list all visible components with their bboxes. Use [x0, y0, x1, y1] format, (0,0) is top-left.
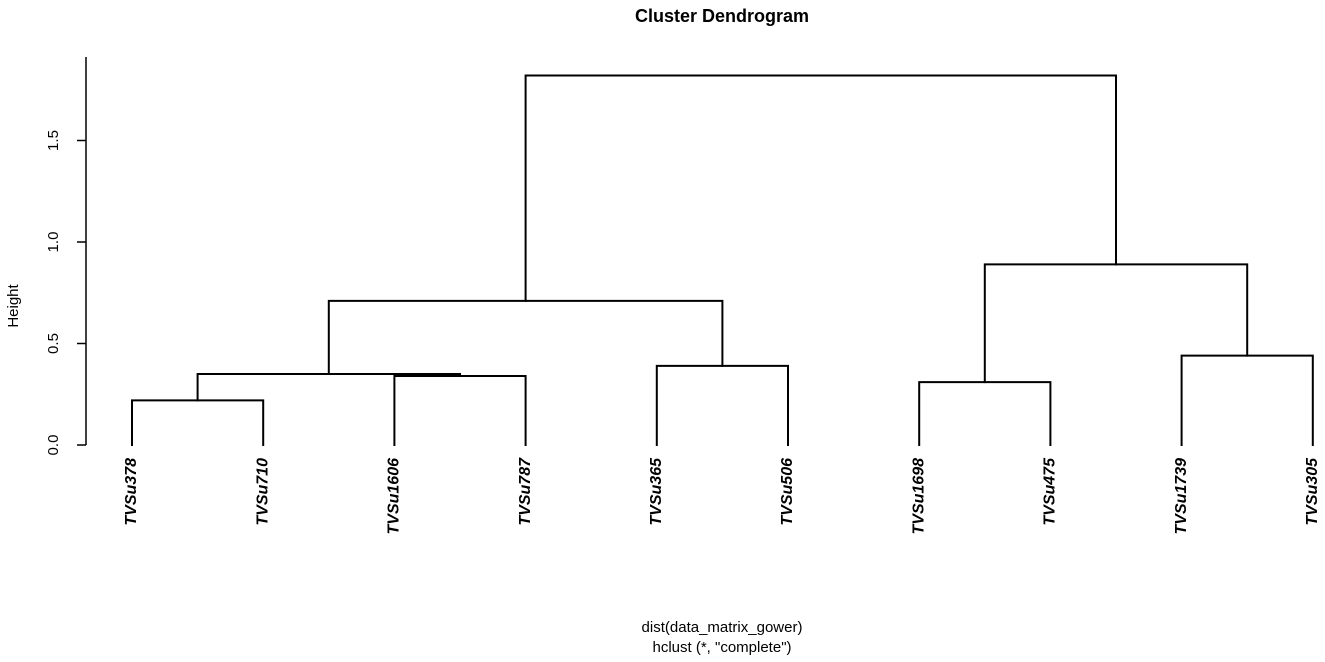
- leaf-label: TVSu305: [1304, 457, 1321, 526]
- leaf-label: TVSu1698: [910, 458, 927, 535]
- leaf-label: TVSu365: [648, 457, 665, 526]
- merge-link: [131, 399, 265, 446]
- leaf-label: TVSu1739: [1173, 458, 1190, 535]
- merge-link: [655, 364, 789, 446]
- leaf-label: TVSu506: [779, 458, 796, 526]
- merge-link: [1180, 354, 1314, 446]
- leaf-label: TVSu1606: [386, 458, 403, 535]
- chart-title: Cluster Dendrogram: [635, 6, 809, 26]
- leaf-label: TVSu475: [1042, 457, 1059, 526]
- y-axis: 0.0 0.5 1.0 1.5: [45, 57, 87, 456]
- y-axis-label: Height: [5, 283, 22, 327]
- merge-link: [196, 372, 461, 402]
- y-tick-label: 1.5: [45, 130, 62, 151]
- merge-link: [524, 74, 1117, 302]
- merge-link: [983, 263, 1249, 384]
- merge-link: [393, 374, 527, 446]
- leaf-label: TVSu787: [517, 457, 534, 526]
- merge-link: [327, 299, 724, 375]
- leaf-label: TVSu710: [254, 458, 271, 526]
- leaf-label: TVSu378: [123, 458, 140, 526]
- dendrogram-tree: [131, 74, 1314, 446]
- y-tick-label: 1.0: [45, 232, 62, 253]
- x-axis-label: dist(data_matrix_gower): [642, 619, 803, 636]
- y-tick-label: 0.0: [45, 435, 62, 456]
- merge-link: [918, 381, 1052, 446]
- leaf-labels: TVSu378 TVSu710 TVSu1606 TVSu787 TVSu365 TVSu…: [123, 457, 1321, 535]
- y-tick-label: 0.5: [45, 333, 62, 354]
- method-sublabel: hclust (*, "complete"): [652, 639, 791, 656]
